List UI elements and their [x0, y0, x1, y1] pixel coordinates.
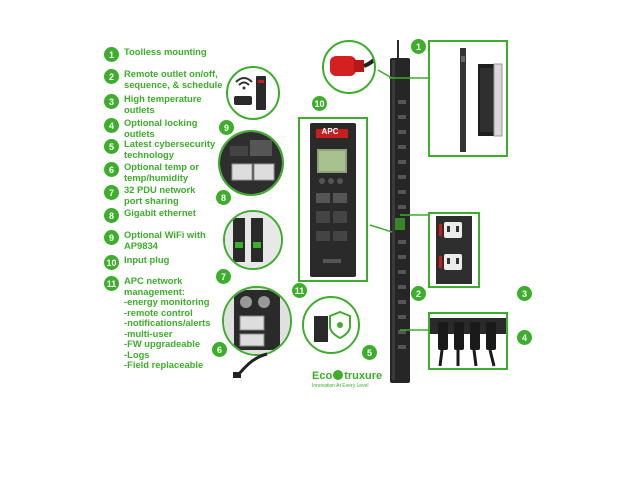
legend-item: 3 High temperature outlets [104, 93, 202, 115]
wifi-circle [226, 66, 280, 120]
legend-text: 32 PDU network port sharing [124, 184, 196, 206]
legend-text: High temperature outlets [124, 93, 202, 115]
callout-4: 4 [517, 330, 532, 345]
outlet-icon [436, 216, 472, 284]
legend-text: APC network management: -energy monitori… [124, 275, 211, 370]
callout-6: 6 [212, 342, 227, 357]
locking-plugs-icon [430, 318, 506, 367]
network-cable-icon [225, 212, 281, 268]
callout-9: 9 [219, 120, 234, 135]
legend-text: Optional WiFi with AP9834 [124, 229, 206, 251]
nmc-illustration [310, 123, 356, 277]
legend-number: 3 [104, 94, 119, 109]
callout-2: 2 [411, 286, 426, 301]
sensor-cable-icon [233, 352, 268, 378]
pdu-strip-illustration [390, 40, 410, 383]
legend-number: 7 [104, 185, 119, 200]
legend-text: Optional temp or temp/humidity [124, 161, 199, 183]
callout-1: 1 [411, 39, 426, 54]
shield-icon [314, 310, 351, 342]
wifi-icon [234, 76, 266, 110]
legend-number: 6 [104, 162, 119, 177]
legend-number: 8 [104, 208, 119, 223]
legend-item: 6 Optional temp or temp/humidity [104, 161, 199, 183]
network-management-panel [298, 117, 368, 282]
callout-10: 10 [312, 96, 327, 111]
callout-3: 3 [517, 286, 532, 301]
callout-5: 5 [362, 345, 377, 360]
legend-number: 9 [104, 230, 119, 245]
legend-text: Toolless mounting [124, 46, 207, 57]
legend-number: 5 [104, 139, 119, 154]
legend-item: 8 Gigabit ethernet [104, 207, 196, 223]
legend-item: 9 Optional WiFi with AP9834 [104, 229, 206, 251]
legend-item: 11 APC network management: -energy monit… [104, 275, 211, 371]
locking-outlets-panel [428, 312, 508, 370]
legend-text: Gigabit ethernet [124, 207, 196, 218]
legend-item: 2 Remote outlet on/off, sequence, & sche… [104, 68, 223, 90]
legend-item: 5 Latest cybersecurity technology [104, 138, 216, 160]
cybersecurity-circle [302, 296, 360, 354]
legend-item: 7 32 PDU network port sharing [104, 184, 196, 206]
port-sharing-circle [223, 210, 283, 270]
legend-text: Latest cybersecurity technology [124, 138, 216, 160]
legend-item: 10 Input plug [104, 254, 170, 270]
ethernet-port-icon [220, 132, 282, 194]
legend-text: Input plug [124, 254, 170, 265]
callout-7: 7 [216, 269, 231, 284]
legend-number: 2 [104, 69, 119, 84]
legend-number: 1 [104, 47, 119, 62]
outlet-panel [428, 212, 480, 288]
svg-text:APC: APC [322, 127, 339, 136]
temp-humidity-circle [222, 286, 292, 356]
toolless-mounting-panel [428, 40, 508, 157]
input-plug-circle [322, 40, 376, 94]
legend-item: 4 Optional locking outlets [104, 117, 198, 139]
rack-illustration [460, 48, 503, 152]
legend-text: Optional locking outlets [124, 117, 198, 139]
ecostruxure-tagline: Innovation At Every Level [312, 383, 369, 389]
gigabit-ethernet-circle [218, 130, 284, 196]
eco-leaf-icon [333, 370, 344, 380]
legend-number: 10 [104, 255, 119, 270]
legend-text: Remote outlet on/off, sequence, & schedu… [124, 68, 223, 90]
legend-item: 1 Toolless mounting [104, 46, 207, 62]
callout-11: 11 [292, 283, 307, 298]
legend-number: 11 [104, 276, 119, 291]
callout-8: 8 [216, 190, 231, 205]
plug-icon [330, 56, 374, 76]
apc-logo-icon: APC [322, 127, 339, 136]
legend-number: 4 [104, 118, 119, 133]
sensor-port-icon [224, 288, 290, 354]
